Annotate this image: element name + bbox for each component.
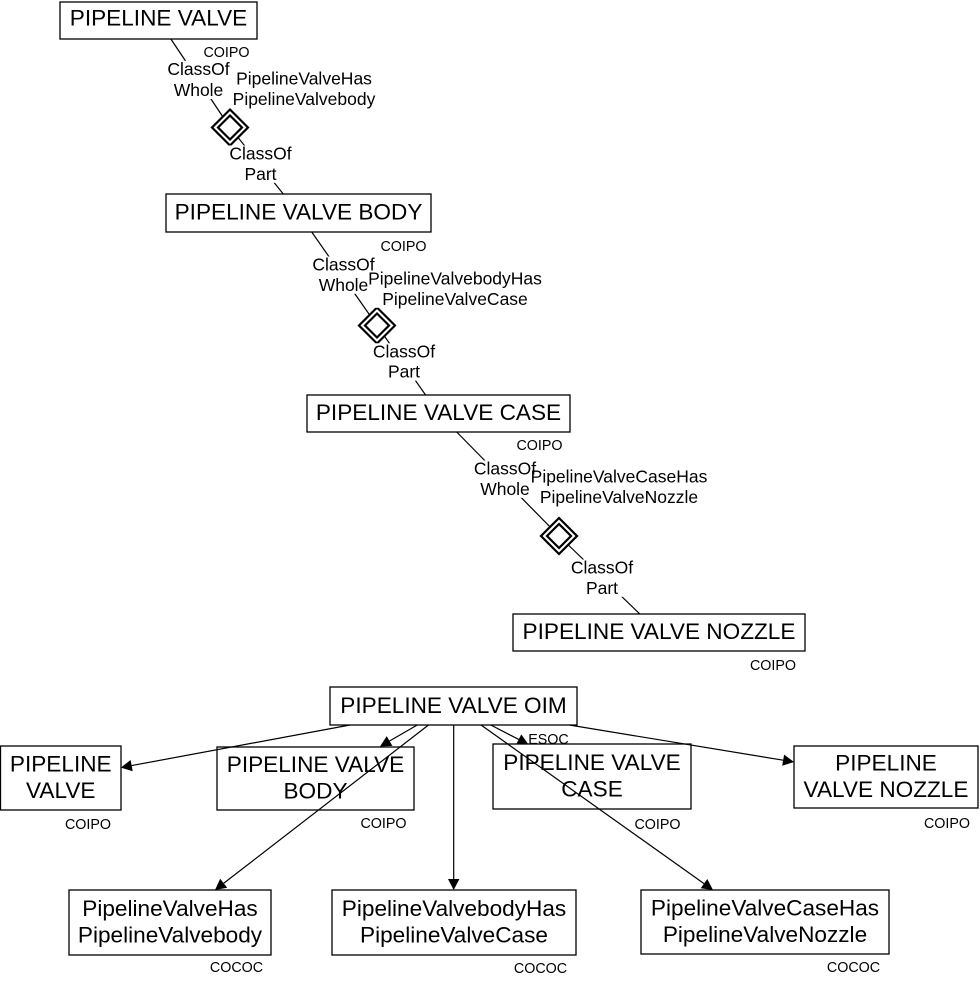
svg-text:COCOC: COCOC <box>210 960 263 976</box>
svg-text:COIPO: COIPO <box>634 817 680 833</box>
svg-text:COIPO: COIPO <box>65 817 111 833</box>
svg-text:PIPELINE: PIPELINE <box>10 752 112 777</box>
svg-text:VALVE NOZZLE: VALVE NOZZLE <box>804 777 969 802</box>
svg-text:BODY: BODY <box>283 779 347 804</box>
svg-text:PipelineValvebodyHas: PipelineValvebodyHas <box>368 269 542 289</box>
svg-text:PIPELINE VALVE NOZZLE: PIPELINE VALVE NOZZLE <box>523 619 796 644</box>
svg-text:PipelineValveNozzle: PipelineValveNozzle <box>540 487 698 507</box>
svg-text:Part: Part <box>244 164 276 184</box>
svg-text:PipelineValvebodyHas: PipelineValvebodyHas <box>342 896 566 921</box>
svg-text:PipelineValveHas: PipelineValveHas <box>236 69 372 89</box>
svg-text:Whole: Whole <box>319 275 369 295</box>
svg-text:ClassOf: ClassOf <box>229 144 291 164</box>
svg-text:PIPELINE: PIPELINE <box>835 751 937 776</box>
svg-text:COIPO: COIPO <box>360 816 406 832</box>
svg-text:PipelineValveCase: PipelineValveCase <box>360 923 548 948</box>
svg-text:ClassOf: ClassOf <box>474 459 536 479</box>
svg-text:ClassOf: ClassOf <box>167 59 229 79</box>
svg-text:PIPELINE VALVE CASE: PIPELINE VALVE CASE <box>316 400 561 425</box>
svg-text:PipelineValveCaseHas: PipelineValveCaseHas <box>531 467 708 487</box>
svg-text:PIPELINE VALVE BODY: PIPELINE VALVE BODY <box>175 200 423 225</box>
svg-text:PIPELINE VALVE OIM: PIPELINE VALVE OIM <box>340 693 566 718</box>
svg-text:Part: Part <box>388 362 420 382</box>
svg-text:COIPO: COIPO <box>516 438 562 454</box>
svg-text:PipelineValvebody: PipelineValvebody <box>233 89 376 109</box>
svg-text:ClassOf: ClassOf <box>373 341 435 361</box>
svg-text:PipelineValveNozzle: PipelineValveNozzle <box>663 922 867 947</box>
svg-text:COCOC: COCOC <box>514 961 567 977</box>
svg-text:COIPO: COIPO <box>750 658 796 674</box>
svg-text:COIPO: COIPO <box>203 45 249 61</box>
svg-text:PIPELINE VALVE: PIPELINE VALVE <box>503 750 680 775</box>
svg-text:PipelineValvebody: PipelineValvebody <box>78 923 263 948</box>
svg-text:Part: Part <box>586 578 618 598</box>
svg-text:COIPO: COIPO <box>924 816 970 832</box>
svg-text:Whole: Whole <box>480 479 530 499</box>
svg-text:COIPO: COIPO <box>380 239 426 255</box>
svg-text:COCOC: COCOC <box>827 960 880 976</box>
svg-text:ClassOf: ClassOf <box>571 558 633 578</box>
svg-text:ClassOf: ClassOf <box>312 255 374 275</box>
svg-text:Whole: Whole <box>174 80 224 100</box>
svg-text:PIPELINE VALVE: PIPELINE VALVE <box>70 6 247 31</box>
svg-text:PipelineValveCase: PipelineValveCase <box>382 289 528 309</box>
svg-text:PipelineValveCaseHas: PipelineValveCaseHas <box>651 896 879 921</box>
svg-text:VALVE: VALVE <box>26 778 96 803</box>
svg-text:PIPELINE VALVE: PIPELINE VALVE <box>227 752 404 777</box>
svg-text:PipelineValveHas: PipelineValveHas <box>82 896 257 921</box>
